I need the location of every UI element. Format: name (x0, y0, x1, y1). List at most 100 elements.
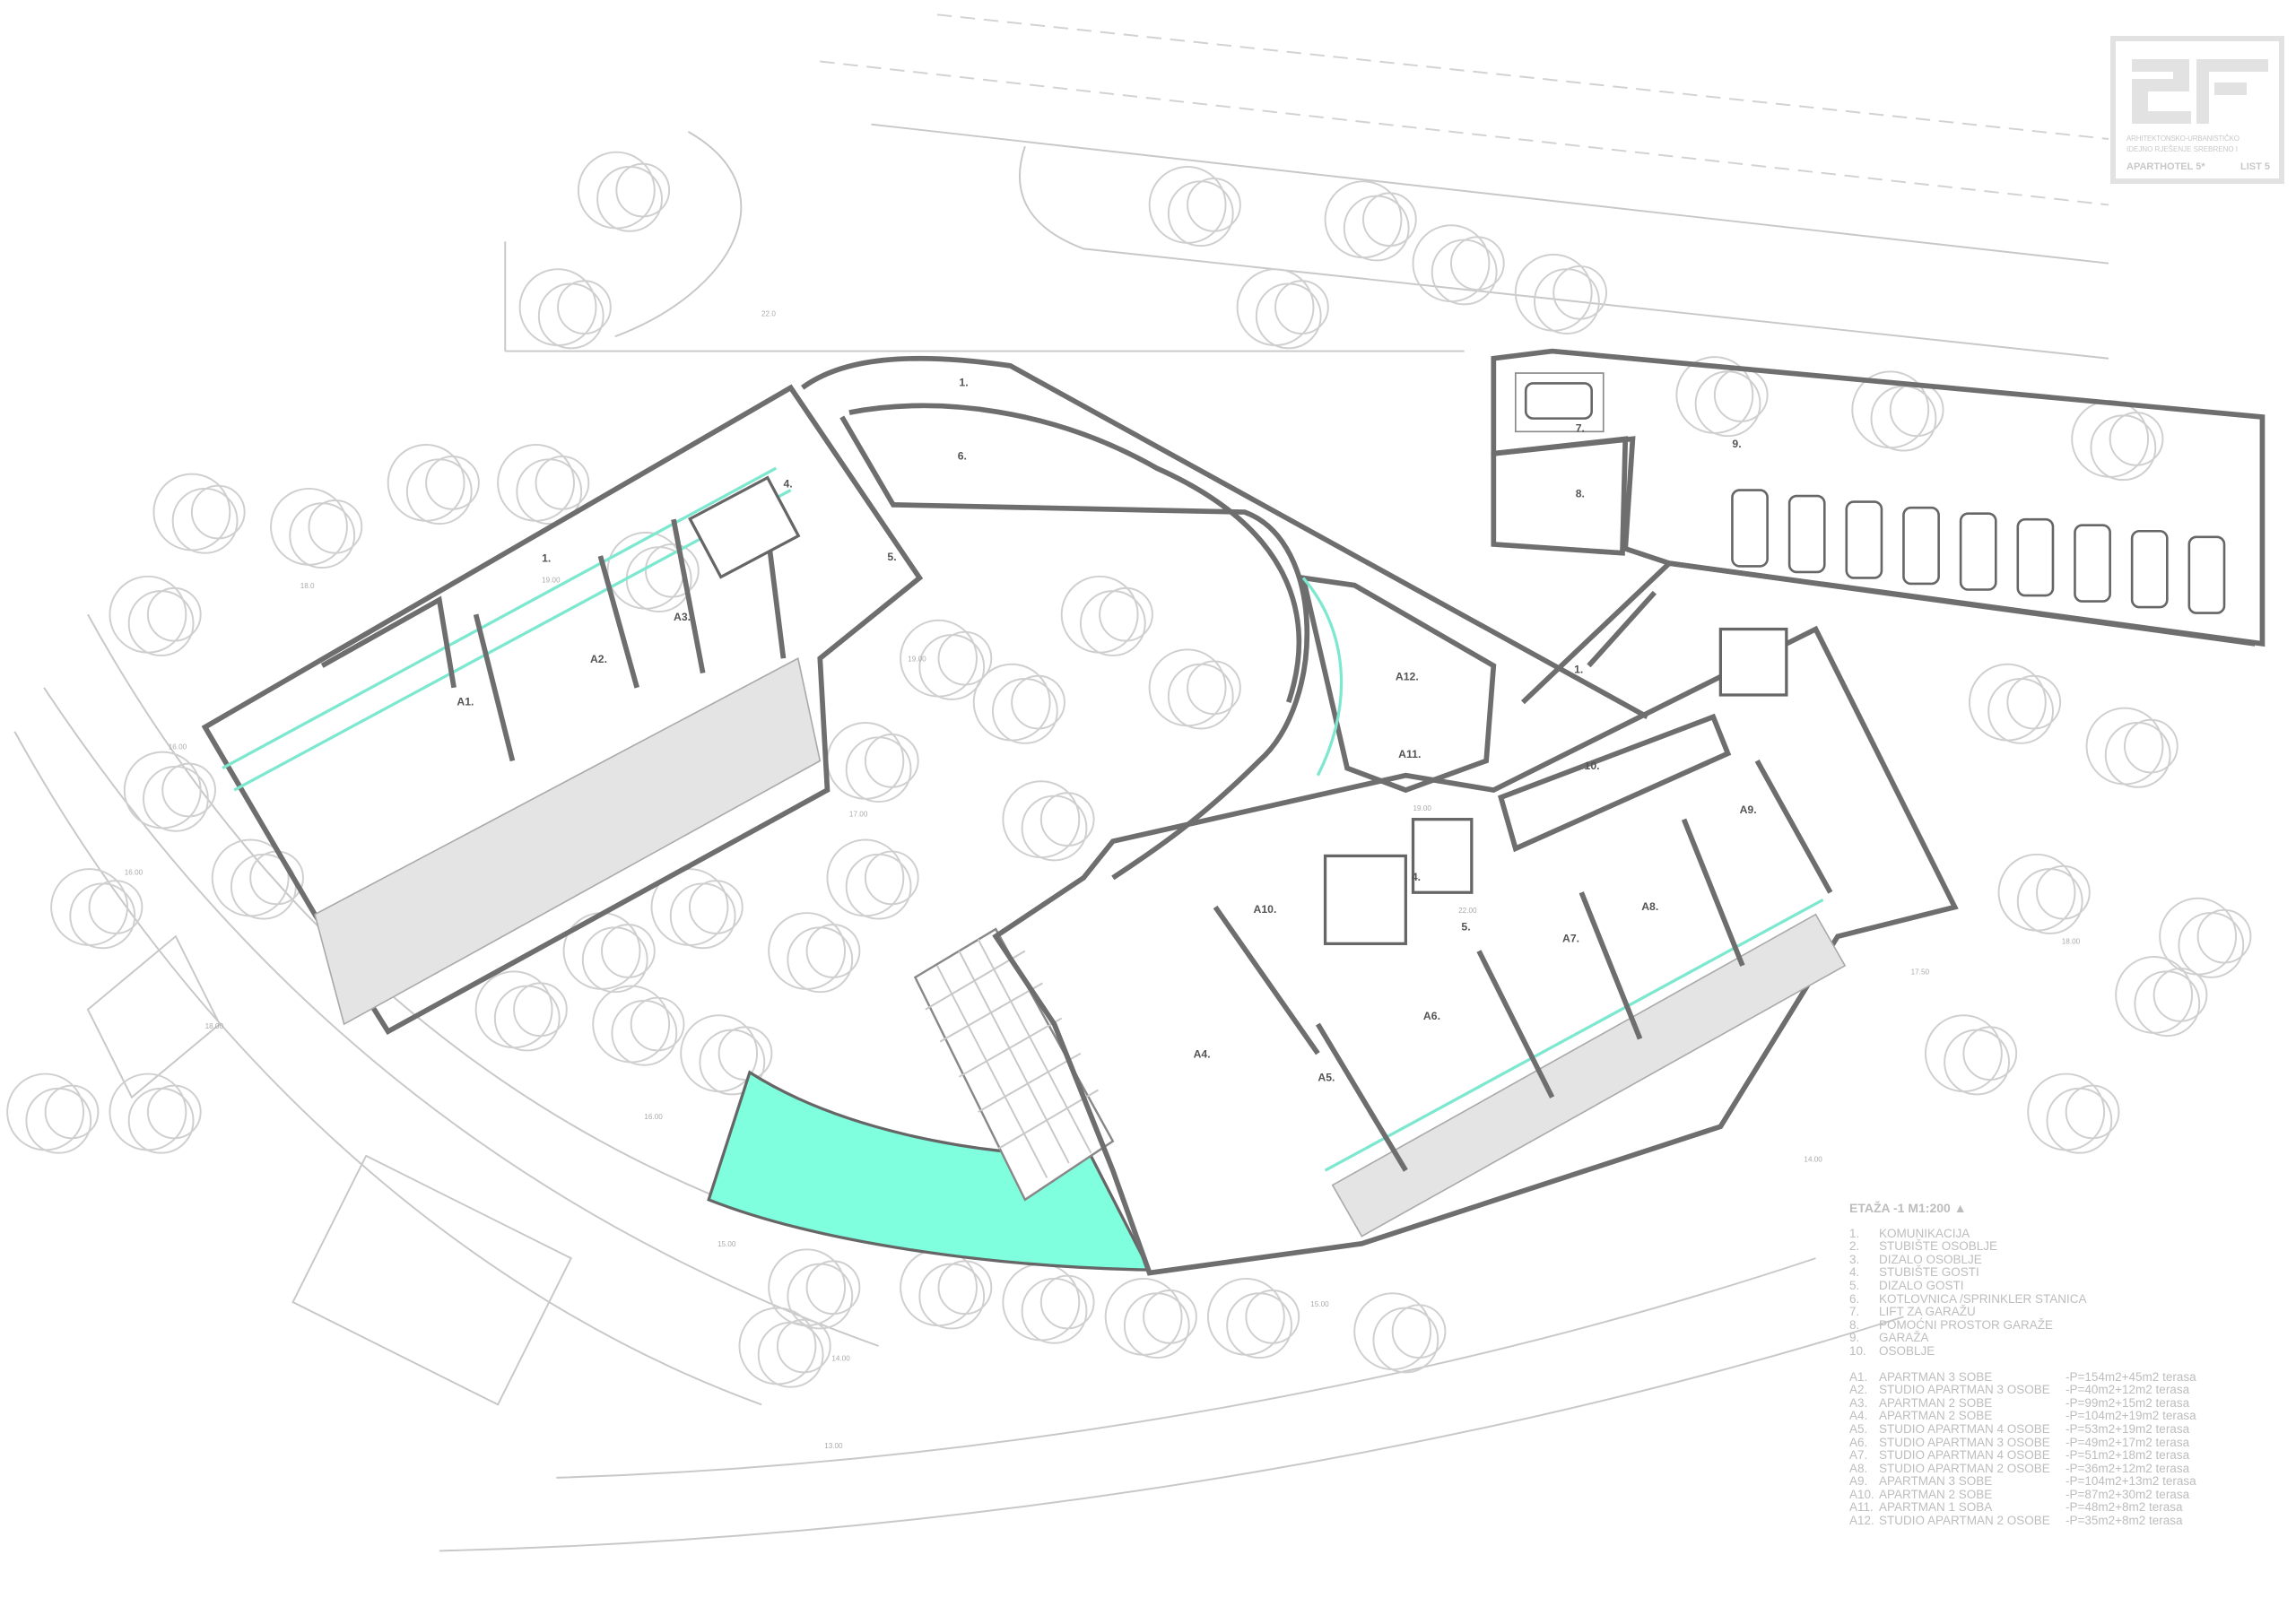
legend-number: A7. (1849, 1448, 1868, 1463)
elevation: 19.00 (908, 655, 926, 663)
legend-number: A6. (1849, 1435, 1868, 1449)
legend-number: 9. (1849, 1331, 1860, 1345)
legend-room-row: 5.DIZALO GOSTI (1849, 1278, 2196, 1293)
project-name: APARTHOTEL 5* (2126, 161, 2205, 172)
tree-icon (1431, 239, 1498, 306)
tree-icon (805, 1260, 861, 1316)
legend-apartment-row: A8. STUDIO APARTMAN 2 OSOBE -P=36m2+12m2 t… (1849, 1461, 2196, 1476)
level-label: 22.00 (1458, 907, 1477, 915)
company-logo (2132, 59, 2268, 124)
legend-title: ETAŽA -1 M1:200 ▲ (1849, 1201, 1967, 1215)
legend-area: -P=104m2+19m2 terasa (2066, 1409, 2196, 1423)
tree-icon (918, 1263, 986, 1330)
tree-icon (493, 985, 561, 1052)
legend-label: KOTLOVNICA /SPRINKLER STANICA (1879, 1291, 2087, 1306)
title-line-2: IDEJNO RJEŠENJE SREBRENO I (2126, 145, 2239, 153)
tree-icon (1962, 1026, 2018, 1081)
tree-icon (615, 162, 671, 218)
legend-label: STUDIO APARTMAN 3 OSOBE (1879, 1435, 2050, 1449)
legend-area: -P=51m2+18m2 terasa (2066, 1448, 2190, 1463)
legend-number: 4. (1849, 1265, 1860, 1280)
tree-icon (845, 853, 912, 920)
legend-apartment-row: A5.STUDIO APARTMAN 4 OSOBE-P=53m2+19m2 t… (1849, 1422, 2196, 1437)
tree-icon (1274, 280, 1329, 334)
tree-icon (1167, 180, 1234, 248)
legend-label: POMOĆNI PROSTOR GARAŽE (1879, 1317, 2054, 1332)
level-label: 19.00 (1413, 804, 1432, 812)
legend-label: STUBIŠTE OSOBLJE (1879, 1239, 1998, 1254)
legend-area: -P=49m2+17m2 terasa (2066, 1435, 2190, 1449)
label-10: 10. (1585, 760, 1600, 772)
tree-icon (127, 1087, 195, 1154)
tree-icon (601, 924, 656, 978)
tree-icon (161, 762, 216, 818)
elevation: 16.00 (169, 743, 187, 751)
plan-labels: 1. 1. 1. 6. 4. 5. 4. 5. 7. 8. 9. 10. A1.… (457, 377, 1756, 1084)
label-a3: A3. (674, 611, 691, 623)
label-1: 1. (542, 552, 551, 565)
tree-icon (1143, 1290, 1197, 1344)
tree-icon (864, 734, 919, 788)
legend-number: A12. (1849, 1514, 1874, 1528)
tree-icon (1021, 795, 1088, 862)
tree-icon (596, 166, 663, 232)
level-label: 19.00 (542, 576, 561, 584)
tree-icon (127, 590, 195, 656)
label-a7: A7. (1562, 933, 1579, 945)
tree-icon (1245, 1290, 1300, 1344)
label-a6: A6. (1423, 1010, 1440, 1022)
elevation: 18.00 (2062, 937, 2081, 945)
legend-apartment-row: A1.APARTMAN 3 SOBE-P=154m2+45m2 terasa (1849, 1370, 2196, 1385)
legend-number: 6. (1849, 1291, 1860, 1306)
elevation: 18.00 (205, 1022, 224, 1030)
legend-apartment-row: A12.STUDIO APARTMAN 2 OSOBE-P=35m2+8m2 t… (1849, 1514, 2196, 1528)
label-a5: A5. (1318, 1072, 1335, 1084)
tree-icon (2016, 868, 2083, 934)
tree-icon (2178, 912, 2245, 978)
legend-number: A4. (1849, 1409, 1868, 1423)
tree-icon (776, 1318, 831, 1374)
tree-icon (513, 982, 568, 1038)
legend-area: -P=104m2+13m2 terasa (2066, 1474, 2196, 1489)
tree-icon (937, 1260, 993, 1316)
tree-icon (2065, 1084, 2120, 1140)
legend-label: OSOBLJE (1879, 1343, 1935, 1358)
title-line-1: ARHITEKTONSKO-URBANISTIČKO (2126, 135, 2239, 143)
legend-apartment-row: A4.APARTMAN 2 SOBE-P=104m2+19m2 terasa (1849, 1410, 2196, 1423)
elevation: 18.0 (300, 582, 315, 590)
car-icon (1524, 382, 1593, 420)
tree-icon (535, 456, 590, 510)
tree-icon (1123, 1292, 1190, 1359)
legend-number: A10. (1849, 1487, 1874, 1501)
tree-icon (805, 924, 861, 978)
car-icon (2016, 517, 2055, 597)
tree-icon (143, 765, 209, 832)
tree-icon (1694, 370, 1761, 438)
legend-area: -P=99m2+15m2 terasa (2066, 1395, 2190, 1410)
tree-icon (557, 280, 612, 334)
tree-icon (718, 1026, 773, 1081)
legend-label: DIZALO GOSTI (1879, 1278, 1964, 1292)
car-icon (2130, 529, 2169, 609)
label-4: 4. (1412, 871, 1421, 883)
label-a10: A10. (1254, 903, 1277, 916)
legend-label: STUDIO APARTMAN 2 OSOBE (1879, 1461, 2050, 1475)
label-1: 1. (959, 377, 968, 389)
car-icon (1959, 512, 1997, 591)
legend-room-row: 1.KOMUNIKACIJA (1849, 1227, 2196, 1241)
tree-icon (991, 678, 1058, 744)
pergola (913, 927, 1115, 1202)
elevation: 17.00 (849, 810, 868, 818)
landscape-lines (13, 13, 2109, 1552)
title-block: ARHITEKTONSKO-URBANISTIČKO IDEJNO RJEŠEN… (2110, 36, 2284, 184)
legend-room-row: 10.OSOBLJE (1849, 1343, 2196, 1359)
legend-number: A8. (1849, 1461, 1868, 1475)
legend-apartment-row: A3.APARTMAN 2 SOBE-P=99m2+15m2 terasa (1849, 1395, 2196, 1411)
tree-icon (537, 282, 604, 350)
legend-apartment-row: A10.APARTMAN 2 SOBE-P=87m2+30m2 terasa (1849, 1487, 2196, 1502)
elevation: 14.00 (831, 1354, 850, 1362)
legend-area: -P=36m2+12m2 terasa (2066, 1461, 2190, 1475)
label-8: 8. (1576, 488, 1585, 500)
tree-icon (44, 1084, 100, 1140)
tree-icon (308, 499, 363, 554)
